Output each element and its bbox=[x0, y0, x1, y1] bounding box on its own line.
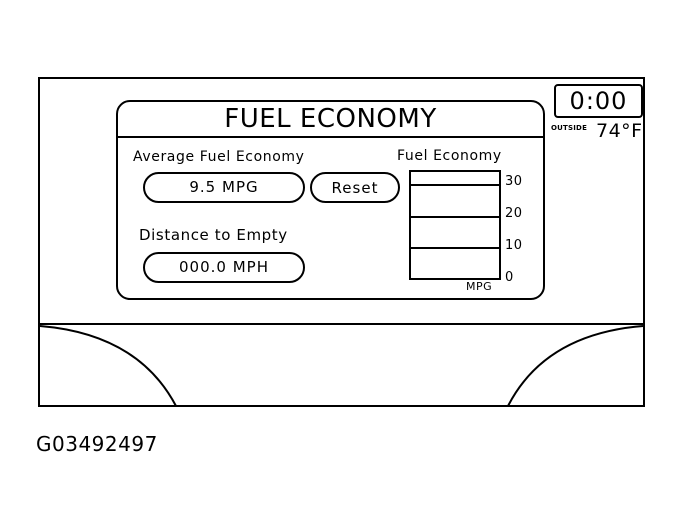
distance-to-empty-value: 000.0 MPH bbox=[143, 252, 305, 283]
gauge-tick-0: 0 bbox=[505, 270, 514, 285]
lower-divider bbox=[38, 323, 645, 325]
gauge-line-10 bbox=[409, 247, 501, 249]
gauge-tick-30: 30 bbox=[505, 174, 523, 189]
figure-id: G03492497 bbox=[36, 432, 158, 456]
average-fuel-economy-value: 9.5 MPG bbox=[143, 172, 305, 203]
outside-temp-value: 74°F bbox=[596, 120, 643, 142]
gauge-line-30 bbox=[409, 184, 501, 186]
gauge-tick-20: 20 bbox=[505, 206, 523, 221]
lower-dashboard-curves bbox=[39, 325, 644, 407]
fuel-economy-gauge bbox=[409, 170, 501, 280]
clock-display: 0:00 bbox=[554, 84, 643, 118]
left-curve bbox=[39, 325, 177, 407]
fuel-economy-gauge-title: Fuel Economy bbox=[397, 148, 502, 164]
gauge-unit-label: MPG bbox=[466, 280, 493, 293]
fuel-economy-panel bbox=[116, 100, 545, 300]
outside-temp-label: OUTSIDE bbox=[551, 124, 588, 132]
display-frame bbox=[38, 77, 645, 407]
panel-title-divider bbox=[116, 136, 545, 138]
reset-button[interactable]: Reset bbox=[310, 172, 400, 203]
average-fuel-economy-label: Average Fuel Economy bbox=[133, 149, 305, 165]
page-title: FUEL ECONOMY bbox=[224, 104, 437, 134]
distance-to-empty-label: Distance to Empty bbox=[139, 226, 288, 244]
gauge-scale-line bbox=[499, 170, 501, 280]
right-curve bbox=[507, 325, 644, 407]
gauge-tick-10: 10 bbox=[505, 238, 523, 253]
gauge-line-20 bbox=[409, 216, 501, 218]
